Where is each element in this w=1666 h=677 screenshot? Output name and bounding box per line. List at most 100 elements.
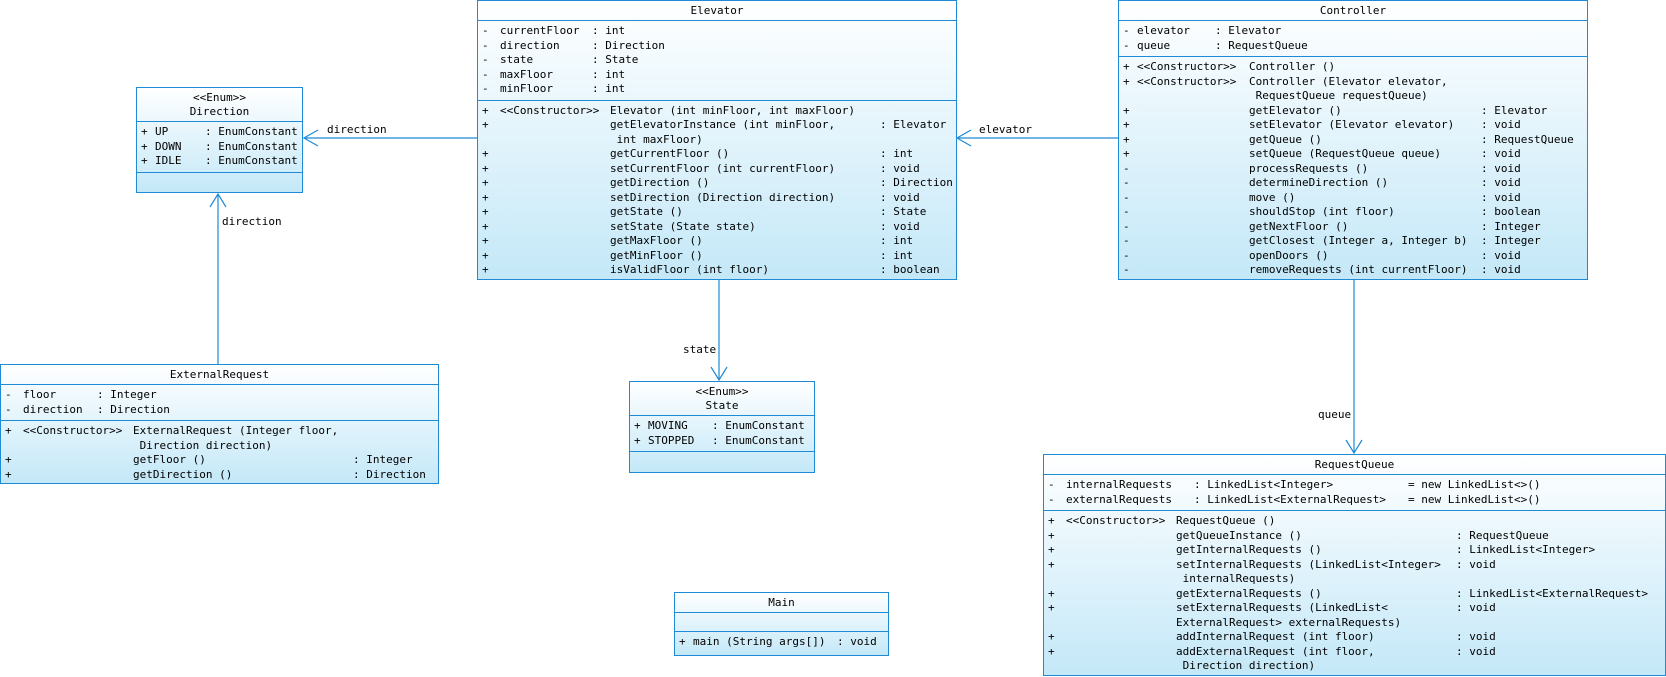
class-request-queue[interactable]: RequestQueue -internalRequests: LinkedLi… <box>1043 454 1666 676</box>
class-external-request[interactable]: ExternalRequest -floor: Integer -directi… <box>0 364 439 484</box>
operation-row: +<<Constructor>>Elevator (int minFloor, … <box>482 103 856 117</box>
operation-row: +setState (State state): void <box>482 219 920 233</box>
operation-row: +setQueue (RequestQueue queue): void <box>1123 147 1521 160</box>
operation-row: +setExternalRequests (LinkedList<: void <box>1048 601 1496 614</box>
assoc-label-controller-elevator: elevator <box>979 123 1032 136</box>
attributes-section: +MOVING: EnumConstant +STOPPED: EnumCons… <box>630 416 814 452</box>
attributes-section: -elevator: Elevator -queue: RequestQueue <box>1119 21 1587 57</box>
class-title: Controller <box>1119 1 1587 21</box>
class-controller[interactable]: Controller -elevator: Elevator -queue: R… <box>1118 0 1588 280</box>
assoc-label-external-direction: direction <box>222 215 282 228</box>
arrowhead-direction-2 <box>209 192 227 208</box>
operations-section: +<<Constructor>>Controller () +<<Constru… <box>1119 57 1587 281</box>
operation-row: +setInternalRequests (LinkedList<Integer… <box>1048 557 1496 571</box>
class-elevator[interactable]: Elevator -currentFloor: int -direction: … <box>477 0 957 280</box>
attribute-row: +STOPPED: EnumConstant <box>634 433 805 447</box>
class-state[interactable]: <<Enum>> State +MOVING: EnumConstant +ST… <box>629 381 815 473</box>
operation-row: -getClosest (Integer a, Integer b): Inte… <box>1123 234 1541 247</box>
operation-row: -determineDirection (): void <box>1123 176 1521 189</box>
operation-row: ExternalRequest> externalRequests) <box>1176 615 1402 629</box>
class-name: Direction <box>189 105 250 118</box>
operations-section: +<<Constructor>>ExternalRequest (Integer… <box>1 421 438 485</box>
operation-row: +setElevator (Elevator elevator): void <box>1123 118 1521 131</box>
attributes-section <box>675 613 888 632</box>
operations-section <box>630 452 814 470</box>
operation-row: +getQueueInstance (): RequestQueue <box>1048 528 1549 542</box>
operations-section <box>137 173 302 191</box>
class-title: Elevator <box>478 1 956 21</box>
class-main[interactable]: Main +main (String args[]): void <box>674 592 889 656</box>
class-name: Main <box>768 596 795 609</box>
attribute-row: -maxFloor: int <box>482 67 626 81</box>
operation-row: +setCurrentFloor (int currentFloor): voi… <box>482 161 920 175</box>
operations-section: +<<Constructor>>Elevator (int minFloor, … <box>478 101 956 281</box>
operation-row: +getQueue (): RequestQueue <box>1123 132 1574 146</box>
class-name: State <box>705 399 739 412</box>
attribute-row: -direction: Direction <box>482 38 665 52</box>
operations-section: +main (String args[]): void <box>675 632 888 653</box>
class-name: Controller <box>1319 4 1387 17</box>
attribute-row: -elevator: Elevator <box>1123 24 1282 37</box>
stereotype: <<Enum>> <box>193 91 246 104</box>
arrowhead-elevator <box>955 129 972 147</box>
assoc-label-controller-queue: queue <box>1318 408 1352 421</box>
attributes-section: -internalRequests: LinkedList<Integer>= … <box>1044 475 1665 511</box>
attribute-row: -minFloor: int <box>482 82 626 95</box>
class-name: RequestQueue <box>1314 458 1395 471</box>
operation-row: +addInternalRequest (int floor): void <box>1048 630 1496 643</box>
operation-row: internalRequests) <box>1176 572 1296 585</box>
operation-row: +getElevator (): Elevator <box>1123 103 1548 117</box>
operation-row: +main (String args[]): void <box>679 635 877 648</box>
class-title: ExternalRequest <box>1 365 438 385</box>
operation-row: -removeRequests (int currentFloor): void <box>1123 263 1521 276</box>
arrowhead-queue <box>1345 439 1363 455</box>
attribute-row: -internalRequests: LinkedList<Integer>= … <box>1048 478 1541 491</box>
operation-row: +getState (): State <box>482 205 927 218</box>
class-title: RequestQueue <box>1044 455 1665 475</box>
operation-row: +getDirection (): Direction <box>482 176 953 189</box>
operation-row: +getExternalRequests (): LinkedList<Exte… <box>1048 586 1649 600</box>
class-direction[interactable]: <<Enum>> Direction +UP: EnumConstant +DO… <box>136 87 303 193</box>
operation-row: -processRequests (): void <box>1123 161 1521 175</box>
attributes-section: +UP: EnumConstant +DOWN: EnumConstant +I… <box>137 122 302 173</box>
operation-row: +<<Constructor>>Controller (Elevator ele… <box>1123 74 1448 88</box>
class-name: ExternalRequest <box>169 368 270 381</box>
attribute-row: -currentFloor: int <box>482 24 626 37</box>
operation-row: RequestQueue requestQueue) <box>1249 89 1428 102</box>
attribute-row: +MOVING: EnumConstant <box>634 419 805 432</box>
operation-row: +isValidFloor (int floor): boolean <box>482 263 940 276</box>
operation-row: Direction direction) <box>133 438 273 452</box>
attribute-row: -externalRequests: LinkedList<ExternalRe… <box>1048 492 1541 506</box>
attribute-row: +IDLE: EnumConstant <box>141 154 298 167</box>
operation-row: +getInternalRequests (): LinkedList<Inte… <box>1048 543 1596 556</box>
class-name: Elevator <box>690 4 744 17</box>
operation-row: +getMaxFloor (): int <box>482 234 914 247</box>
attribute-row: -queue: RequestQueue <box>1123 38 1308 52</box>
assoc-label-elevator-direction: direction <box>327 123 387 136</box>
arrowhead-direction-1 <box>302 129 319 147</box>
arrowhead-state <box>710 366 728 382</box>
operation-row: +getDirection (): Direction <box>5 467 426 481</box>
assoc-label-elevator-state: state <box>683 343 717 356</box>
attributes-section: -currentFloor: int -direction: Direction… <box>478 21 956 101</box>
attribute-row: -direction: Direction <box>5 402 170 416</box>
attribute-row: -floor: Integer <box>5 388 157 401</box>
operation-row: +<<Constructor>>ExternalRequest (Integer… <box>5 424 339 437</box>
operation-row: +setDirection (Direction direction): voi… <box>482 190 920 204</box>
attributes-section: -floor: Integer -direction: Direction <box>1 385 438 421</box>
operations-section: +<<Constructor>>RequestQueue () +getQueu… <box>1044 511 1665 677</box>
class-title: <<Enum>> State <box>630 382 814 416</box>
operation-row: -move (): void <box>1123 190 1521 204</box>
operation-row: Direction direction) <box>1176 659 1316 672</box>
attribute-row: +DOWN: EnumConstant <box>141 139 298 153</box>
operation-row: int maxFloor) <box>610 132 703 146</box>
operation-row: +<<Constructor>>Controller () <box>1123 60 1336 73</box>
operation-row: +getElevatorInstance (int minFloor,: Ele… <box>482 118 947 131</box>
attribute-row: -state: State <box>482 53 639 66</box>
stereotype: <<Enum>> <box>695 385 749 398</box>
operation-row: +addExternalRequest (int floor,: void <box>1048 644 1496 658</box>
class-title: Main <box>675 593 888 613</box>
class-title: <<Enum>> Direction <box>137 88 302 122</box>
attribute-row: +UP: EnumConstant <box>141 125 298 138</box>
